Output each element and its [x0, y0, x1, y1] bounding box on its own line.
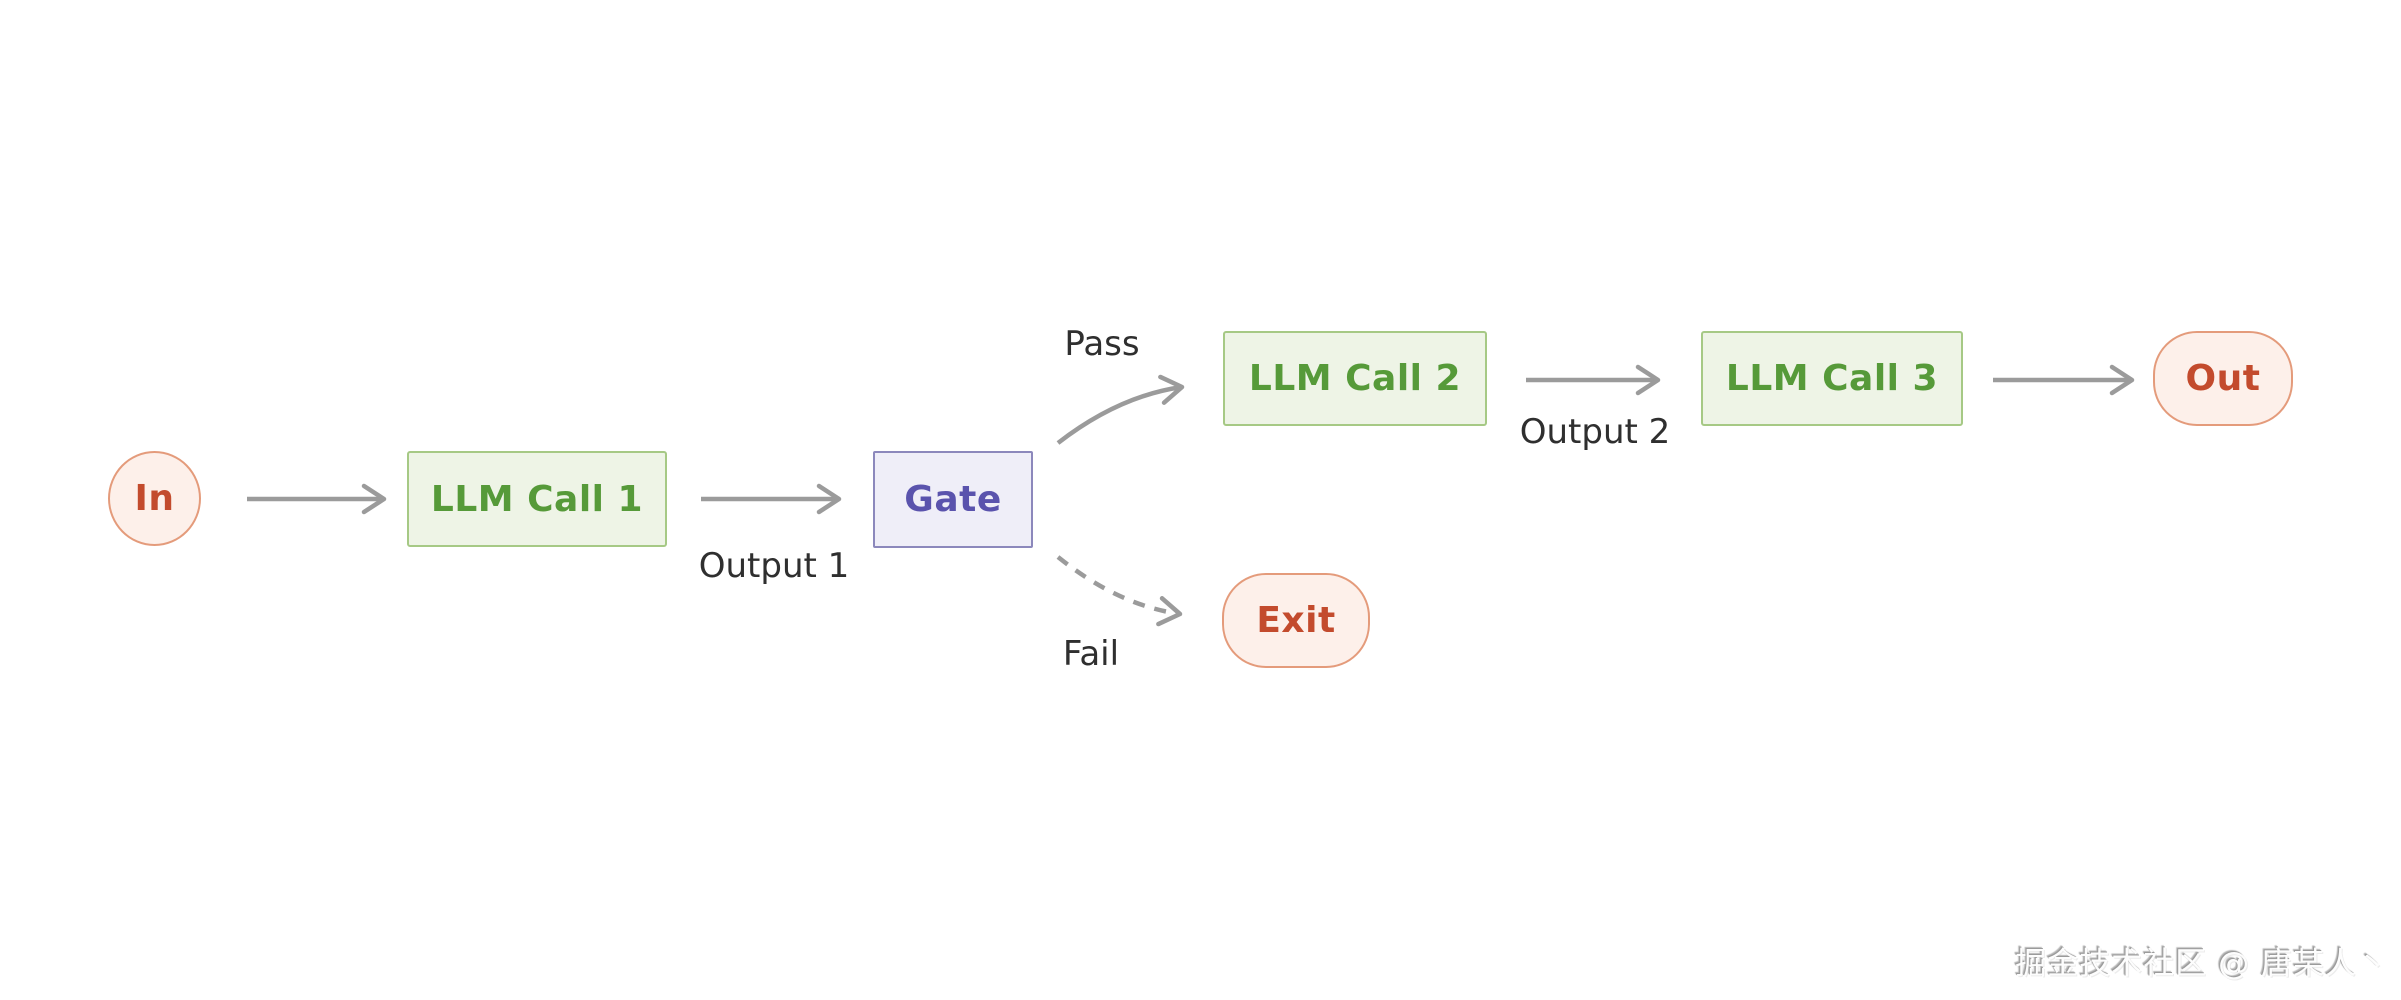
node-exit-label: Exit: [1256, 600, 1336, 641]
node-llm-call-1-label: LLM Call 1: [430, 478, 644, 520]
edge-gate-pass-to-llm2: [1056, 374, 1185, 445]
edge-label-output-1: Output 1: [698, 546, 850, 586]
node-llm-call-2: LLM Call 2: [1223, 331, 1487, 426]
node-in: In: [108, 451, 201, 546]
node-llm-call-3: LLM Call 3: [1701, 331, 1963, 426]
node-llm-call-1: LLM Call 1: [407, 451, 667, 547]
edge-gate-fail-to-exit: [1056, 555, 1183, 627]
node-llm-call-3-label: LLM Call 3: [1725, 358, 1939, 399]
edge-label-pass: Pass: [1064, 324, 1140, 364]
node-out-label: Out: [2185, 358, 2261, 399]
node-gate-label: Gate: [904, 479, 1002, 520]
node-out: Out: [2153, 331, 2293, 426]
edge-label-output-2: Output 2: [1519, 412, 1671, 452]
edge-label-fail: Fail: [1062, 634, 1120, 674]
node-exit: Exit: [1222, 573, 1370, 668]
watermark: 掘金技术社区 @ 唐某人丶: [2015, 946, 2389, 982]
node-llm-call-2-label: LLM Call 2: [1248, 358, 1462, 399]
node-in-label: In: [134, 478, 175, 519]
node-gate: Gate: [873, 451, 1033, 548]
